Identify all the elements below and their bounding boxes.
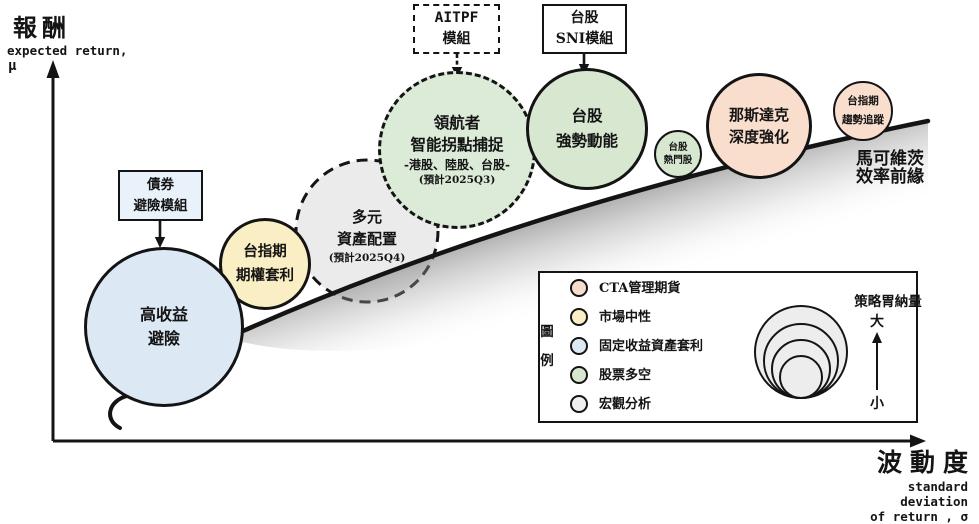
bubble-high-yield-line2: 避險 — [147, 329, 180, 348]
x-axis-arrowhead — [910, 434, 926, 448]
bubble-nasdaq-deep-enhanced: 那斯達克 深度強化 — [706, 73, 812, 179]
legend-swatch-macro — [570, 395, 588, 413]
bubble-taiex-trend-following: 台指期 趨勢追蹤 — [833, 81, 893, 141]
legend-item-equity-ls: 股票多空 — [599, 368, 652, 383]
bubble-tw-strong-momentum: 台股 強勢動能 — [526, 68, 648, 190]
bond-down-arrow-icon — [154, 221, 166, 248]
capacity-small-label: 小 — [870, 396, 884, 412]
capacity-circle-small — [779, 355, 823, 399]
y-axis-label-en: expected return, — [7, 43, 128, 58]
bubble-pilot-inflection-capture: 領航者 智能拐點捕捉 -港股、陸股、台股- (預計2025Q3) — [378, 71, 536, 229]
legend-item-market-neutral: 市場中性 — [599, 310, 652, 325]
x-axis-label-en3: of return , σ — [870, 509, 968, 524]
legend-title-char1: 圖 — [540, 324, 554, 340]
legend-swatch-cta — [570, 279, 588, 297]
frontier-label: 馬可維茨 效率前緣 — [843, 150, 937, 186]
callout-aitpf-line2: 模組 — [442, 31, 471, 48]
callout-bond-line1: 債券 — [147, 176, 174, 193]
bubble-pilot-line2: 智能拐點捕捉 — [410, 135, 504, 154]
x-axis-label-en1: standard — [907, 479, 968, 494]
x-axis-label-block: 波動度 standard deviation of return , σ — [870, 443, 968, 524]
legend-title-char2: 例 — [540, 353, 554, 369]
callout-sni-line1: 台股 — [570, 10, 599, 26]
bubble-high-yield-hedge: 高收益 避險 — [84, 247, 244, 407]
y-axis-label-zh: 報酬 — [13, 13, 71, 42]
bubble-tw-hot-line2: 熱門股 — [663, 155, 693, 166]
bubble-multi-asset-note: (預計2025Q4) — [328, 252, 406, 264]
capacity-title: 策略胃納量 — [854, 294, 922, 310]
bubble-multi-asset-line1: 多元 — [351, 208, 382, 226]
bubble-nasdaq-line2: 深度強化 — [728, 128, 789, 146]
callout-bond-hedge-module: 債券 避險模組 — [118, 170, 203, 221]
legend-swatch-fixed-income — [570, 337, 588, 355]
y-axis-symbol: μ — [8, 58, 17, 74]
bubble-taiex-option-line2: 期權套利 — [236, 267, 294, 284]
x-axis-label-zh: 波動度 — [876, 448, 976, 477]
legend-swatch-equity-ls — [570, 366, 588, 384]
x-axis-label-en2: deviation — [900, 494, 968, 509]
y-axis-arrowhead — [46, 60, 60, 78]
legend-item-macro: 宏觀分析 — [599, 397, 652, 412]
bubble-pilot-sub: -港股、陸股、台股- — [404, 157, 510, 172]
bubble-high-yield-line1: 高收益 — [139, 305, 188, 324]
capacity-up-arrow-icon — [872, 332, 882, 390]
bubble-multi-asset-text: 多元 資產配置 (預計2025Q4) — [302, 206, 432, 267]
bubble-tw-hot-line1: 台股 — [668, 141, 688, 153]
bubble-taiex-trend-line2: 趨勢追蹤 — [842, 114, 884, 126]
bubble-tw-momentum-line1: 台股 — [571, 106, 603, 126]
frontier-line — [240, 118, 931, 334]
frontier-label-line1: 馬可維茨 — [856, 149, 924, 169]
callout-aitpf-module: AITPF 模組 — [413, 4, 500, 54]
frontier-label-line2: 效率前緣 — [856, 167, 924, 187]
bubble-nasdaq-line1: 那斯達克 — [728, 105, 789, 124]
legend-box — [538, 271, 918, 423]
bubble-multi-asset-line2: 資產配置 — [336, 230, 397, 248]
bubble-taiex-trend-line1: 台指期 — [847, 95, 879, 108]
callout-bond-line2: 避險模組 — [133, 197, 188, 214]
legend-swatch-market-neutral — [570, 308, 588, 326]
legend-item-fixed-income: 固定收益資產套利 — [599, 339, 704, 354]
callout-aitpf-line1: AITPF — [434, 9, 479, 26]
bubble-tw-momentum-line2: 強勢動能 — [555, 131, 618, 150]
callout-sni-module: 台股 SNI模組 — [542, 4, 627, 54]
capacity-big-label: 大 — [870, 314, 884, 330]
bubble-taiex-option-line1: 台指期 — [243, 243, 287, 261]
bubble-tw-hot-stocks: 台股 熱門股 — [654, 130, 702, 178]
legend-item-cta: CTA管理期貨 — [599, 281, 681, 296]
callout-sni-line2: SNI模組 — [555, 31, 614, 47]
frontier-hook-curve — [108, 394, 129, 430]
bubble-pilot-note: (預計2025Q3) — [418, 173, 496, 186]
bubble-pilot-line1: 領航者 — [433, 113, 481, 133]
